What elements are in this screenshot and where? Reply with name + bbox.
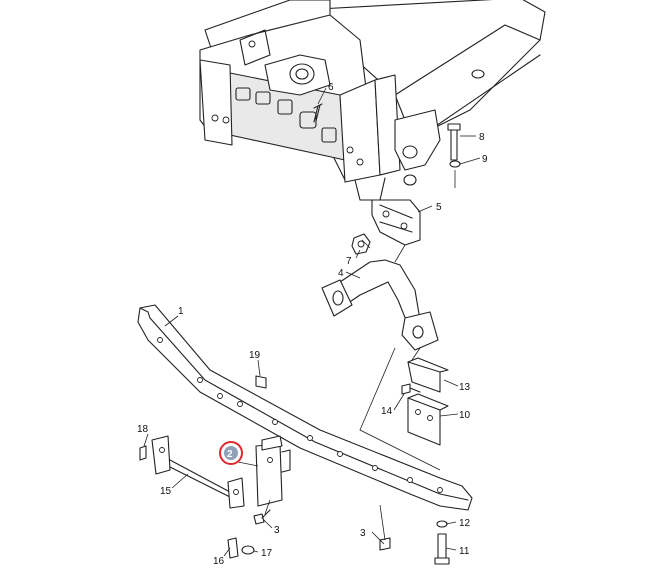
bolt-part-6: [313, 103, 323, 123]
pin-part-16: [227, 537, 239, 559]
callout-15: 15: [160, 486, 172, 497]
washer-part-9: [449, 160, 461, 168]
bolt-part-8: [447, 123, 461, 161]
callout-2: 2: [227, 449, 233, 460]
callout-19: 19: [249, 350, 261, 361]
callout-3-bottom: 3: [360, 528, 366, 539]
callout-11: 11: [459, 546, 470, 557]
chassis-frame: [199, 0, 546, 201]
bolt-part-3-bottom: [379, 537, 391, 551]
callout-5: 5: [436, 202, 442, 213]
callout-12: 12: [459, 518, 471, 529]
bracket-part-13: [407, 357, 449, 393]
ring-part-17: [241, 545, 255, 555]
highlight-marker: [219, 441, 243, 465]
bolt-part-19: [255, 375, 267, 389]
callout-labels: 1 2 3 3 4 5 6 7 8 9 10 11 12 13 14 15 16…: [137, 82, 488, 567]
bolt-part-3-left: [253, 509, 271, 525]
tie-rod-part-15: [151, 435, 245, 509]
callout-16: 16: [213, 556, 225, 567]
callout-leaders: [143, 87, 481, 557]
support-arm-part-4: [321, 259, 439, 351]
callout-1: 1: [178, 306, 184, 317]
callout-9: 9: [482, 154, 488, 165]
callout-7: 7: [346, 256, 352, 267]
callout-13: 13: [459, 382, 471, 393]
highlight-badge: [224, 446, 238, 460]
bracket-part-5: [371, 199, 421, 246]
callout-3-left: 3: [274, 525, 280, 536]
bumper-beam-part-1: [137, 304, 473, 511]
callout-8: 8: [479, 132, 485, 143]
callout-17: 17: [261, 548, 273, 559]
callout-18: 18: [137, 424, 149, 435]
bolt-part-14: [401, 383, 421, 395]
washer-part-12: [436, 520, 448, 528]
mounting-bracket-part-2: [255, 435, 291, 507]
bolt-part-18: [139, 445, 147, 461]
assembly-lines: [264, 170, 456, 541]
callout-14: 14: [381, 406, 393, 417]
nut-part-7: [351, 233, 371, 255]
bracket-part-10: [407, 393, 449, 446]
highlight-ring: [219, 441, 243, 465]
callout-6: 6: [328, 82, 334, 93]
bolt-part-11: [434, 533, 450, 565]
callout-4: 4: [338, 268, 344, 279]
callout-10: 10: [459, 410, 471, 421]
